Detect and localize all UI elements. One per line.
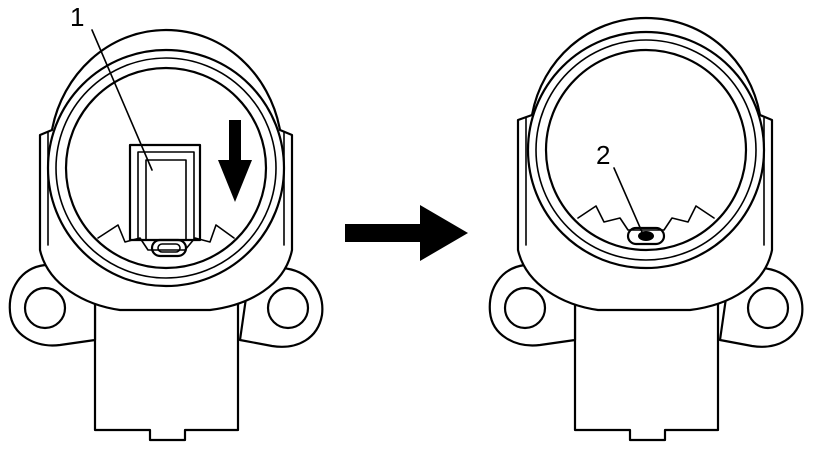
latch-tab-2	[638, 231, 654, 241]
inner-ring-right	[544, 48, 748, 252]
housing-left	[38, 28, 294, 312]
inner-ring-left	[64, 66, 268, 270]
mount-hole-right-a	[503, 286, 547, 330]
outer-ring-right	[526, 30, 766, 270]
callout-2: 2	[596, 140, 610, 170]
leader-line-2	[613, 167, 643, 233]
connector-body-left	[93, 298, 240, 442]
leader-line-1	[91, 29, 153, 171]
mount-hole-left-b	[266, 286, 310, 330]
callout-1: 1	[70, 2, 84, 32]
down-arrow-icon	[218, 120, 252, 202]
mount-hole-right-b	[746, 286, 790, 330]
outer-ring-left	[46, 48, 286, 288]
right-arrow-icon	[345, 205, 468, 261]
mount-hole-left-a	[23, 286, 67, 330]
connector-body-right	[573, 298, 720, 442]
component-before: 1	[8, 2, 324, 442]
latch-engaged-2	[626, 226, 666, 246]
housing-right	[516, 16, 774, 312]
component-after: 2	[488, 16, 804, 442]
